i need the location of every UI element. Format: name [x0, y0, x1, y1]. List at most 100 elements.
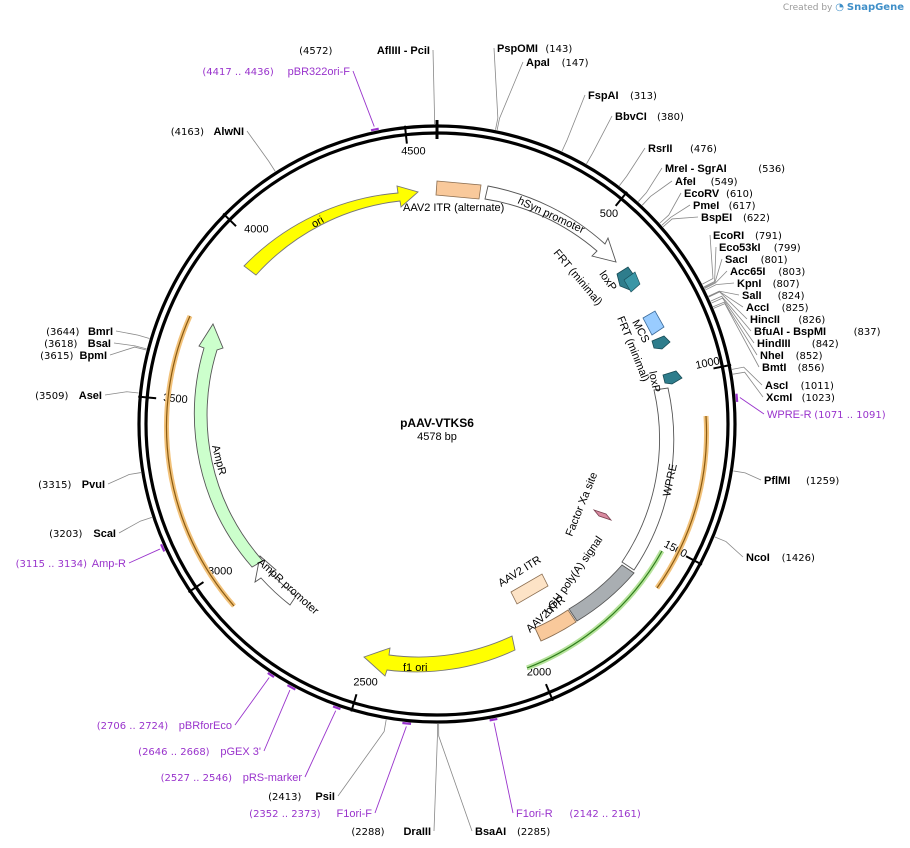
enzyme-label-alwni: AlwNI — [213, 126, 244, 138]
enzyme-line-draiii — [433, 723, 438, 832]
primer-line-f1ori-f — [374, 726, 407, 814]
enzyme-line-kpni — [705, 282, 735, 291]
enzyme-line-sali — [708, 290, 740, 297]
feature-frt-minimal-2[interactable] — [651, 335, 671, 350]
label-hsyn-promoter: hSyn promoter — [516, 195, 587, 237]
enzyme-pos-scai: (3203) — [49, 529, 82, 540]
enzyme-pos-bmti: (856) — [798, 363, 825, 374]
enzyme-label-ncoi: NcoI — [746, 552, 770, 564]
enzyme-label-asci: AscI — [765, 380, 788, 392]
primer-line-pgex-3 — [263, 689, 291, 752]
tick-label-3000: 3000 — [208, 565, 232, 577]
feature-aav2-itr[interactable] — [534, 609, 577, 642]
enzyme-line-ecorv — [659, 192, 682, 224]
primer-mark-pbrforeco — [267, 672, 275, 678]
enzyme-pos-pmei: (617) — [729, 201, 756, 212]
primer-range-wpre-r: (1071 .. 1091) — [814, 410, 886, 421]
primer-label-wpre-r: WPRE-R — [767, 409, 812, 421]
enzyme-label-sali: SalI — [742, 290, 762, 302]
feature-aav2-itr-alternate[interactable] — [435, 180, 482, 200]
enzyme-pos-ecorv: (610) — [726, 189, 753, 200]
enzyme-pos-nhei: (852) — [796, 351, 823, 362]
enzyme-pos-pvui: (3315) — [38, 480, 71, 491]
enzyme-line-bmti — [713, 303, 760, 368]
enzyme-line-hincii — [708, 291, 748, 320]
enzyme-pos-apai: (147) — [562, 58, 589, 69]
feature-hsyn-promoter[interactable] — [484, 185, 617, 263]
enzyme-line-pflmi — [733, 470, 762, 481]
tick-3500 — [138, 395, 157, 400]
enzyme-pos-kpni: (807) — [773, 279, 800, 290]
primer-label-pbrforeco: pBRforEco — [179, 720, 232, 732]
tick-label-2000: 2000 — [527, 666, 551, 678]
enzyme-pos-bspei: (622) — [743, 213, 770, 224]
primer-range-pgex-3: (2646 .. 2668) — [138, 747, 210, 758]
enzyme-line-bsaai — [438, 723, 473, 832]
primer-mark-f1ori-r — [489, 717, 498, 722]
enzyme-label-draiii: DraIII — [403, 826, 431, 838]
primer-range-pbrforeco: (2706 .. 2724) — [97, 721, 169, 732]
primer-label-amp-r: Amp-R — [92, 558, 126, 570]
enzyme-label-pmei: PmeI — [693, 200, 719, 212]
label-loxp-1: loxP — [597, 269, 619, 293]
primer-mark-f1ori-f — [402, 721, 412, 725]
primer-line-prs-marker — [304, 710, 337, 778]
tick-label-4000: 4000 — [244, 223, 268, 235]
enzyme-pos-asei: (3509) — [35, 391, 68, 402]
enzyme-pos-xcmi: (1023) — [802, 393, 835, 404]
enzyme-line-bfuai-bspmi — [710, 295, 752, 332]
enzyme-line-rsrii — [619, 147, 646, 187]
enzyme-line-pspomi — [493, 47, 499, 130]
enzyme-line-bpmi — [109, 346, 147, 356]
enzyme-pos-fspai: (313) — [630, 91, 657, 102]
primer-label-f1ori-f: F1ori-F — [337, 808, 373, 820]
feature-loxp-1[interactable] — [623, 271, 641, 293]
enzyme-line-bspei — [662, 216, 699, 228]
primer-labels-layer: pBR322ori-F(4417 .. 4436)WPRE-R(1071 .. … — [16, 66, 886, 820]
primer-line-pbr322ori-f — [352, 70, 375, 127]
feature-bgh-polya-signal[interactable] — [568, 564, 635, 622]
feature-factor-xa-site[interactable] — [592, 509, 613, 521]
enzyme-label-bsai: BsaI — [88, 338, 111, 350]
primer-mark-pgex-3 — [286, 684, 296, 691]
enzyme-label-afliii-pcii: AflIII - PciI — [377, 45, 430, 57]
feature-ampr-promoter[interactable] — [254, 555, 297, 606]
enzyme-label-bbvci: BbvCI — [615, 111, 647, 123]
feature-mcs[interactable] — [642, 310, 665, 336]
snapgene-credit: Created by ◔ SnapGene — [783, 2, 904, 13]
enzyme-pos-eco53ki: (799) — [774, 243, 801, 254]
enzyme-pos-afei: (549) — [711, 177, 738, 188]
enzyme-line-afliii-pcii — [432, 49, 435, 125]
enzyme-pos-acc65i: (803) — [778, 267, 805, 278]
enzyme-label-ecorv: EcoRV — [684, 188, 720, 200]
feature-f1-ori[interactable] — [363, 635, 516, 677]
enzyme-line-pvui — [107, 472, 142, 485]
enzyme-label-xcmi: XcmI — [766, 392, 792, 404]
enzyme-label-kpni: KpnI — [737, 278, 761, 290]
feature-ori[interactable] — [243, 185, 419, 276]
feature-ampr[interactable] — [194, 323, 264, 568]
tick-1500 — [685, 555, 703, 566]
primer-mark-wpre-r — [735, 393, 739, 403]
enzyme-pos-asci: (1011) — [801, 381, 834, 392]
primer-range-f1ori-f: (2352 .. 2373) — [249, 809, 321, 820]
enzyme-line-psii — [337, 719, 387, 797]
feature-aav2-itr-floating[interactable] — [510, 573, 549, 605]
enzyme-line-acci — [708, 291, 744, 308]
enzyme-pos-mrei-sgrai: (536) — [758, 164, 785, 175]
enzyme-line-asci — [731, 366, 763, 386]
feature-loxp-2[interactable] — [662, 370, 683, 385]
enzyme-line-apai — [496, 61, 524, 131]
enzyme-pos-draiii: (2288) — [351, 827, 384, 838]
enzyme-pos-pspomi: (143) — [545, 44, 572, 55]
feature-wpre[interactable] — [621, 387, 675, 571]
tick-3000 — [187, 581, 205, 593]
tick-500 — [614, 191, 628, 207]
primer-range-f1ori-r: (2142 .. 2161) — [569, 809, 641, 820]
enzyme-line-bmri — [115, 330, 150, 339]
enzyme-pos-psii: (2413) — [268, 792, 301, 803]
enzyme-label-nhei: NheI — [760, 350, 784, 362]
enzyme-label-psii: PsiI — [315, 791, 335, 803]
enzyme-label-bspei: BspEI — [701, 212, 732, 224]
